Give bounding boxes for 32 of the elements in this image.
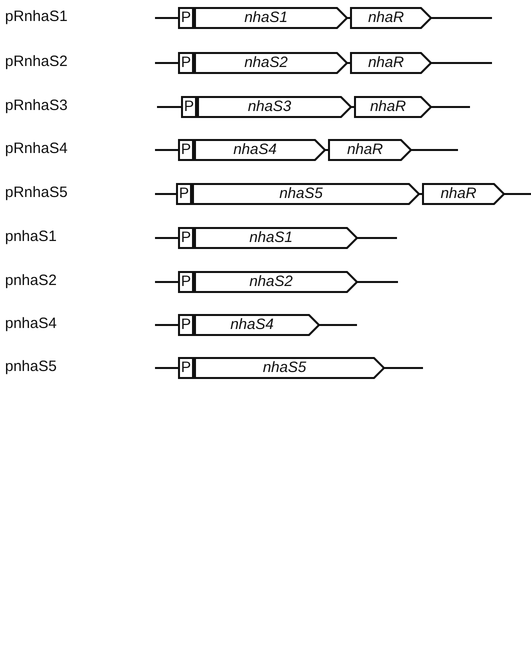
gene-block: nhaR xyxy=(350,52,432,74)
construct-name: pRnhaS4 xyxy=(5,140,68,158)
gene-block: nhaR xyxy=(422,183,505,205)
gene-block: nhaR xyxy=(328,139,412,161)
construct-name: pRnhaS1 xyxy=(5,8,68,26)
gene-block: nhaS4 xyxy=(194,314,320,336)
construct-name: pnhaS2 xyxy=(5,272,57,290)
promoter-box: P xyxy=(178,227,194,249)
construct-name: pRnhaS3 xyxy=(5,97,68,115)
gene-block: nhaR xyxy=(354,96,432,118)
construct-name: pnhaS5 xyxy=(5,358,57,376)
promoter-box: P xyxy=(178,271,194,293)
gene-block: nhaS5 xyxy=(192,183,420,205)
construct-name: pRnhaS5 xyxy=(5,184,68,202)
gene-block: nhaS3 xyxy=(197,96,352,118)
gene-block: nhaS2 xyxy=(194,271,358,293)
gene-block: nhaS1 xyxy=(194,7,348,29)
promoter-box: P xyxy=(176,183,192,205)
promoter-box: P xyxy=(178,357,194,379)
construct-name: pnhaS4 xyxy=(5,315,57,333)
promoter-box: P xyxy=(178,139,194,161)
construct-name: pnhaS1 xyxy=(5,228,57,246)
gene-block: nhaS2 xyxy=(194,52,348,74)
promoter-box: P xyxy=(178,52,194,74)
construct-name: pRnhaS2 xyxy=(5,53,68,71)
gene-block: nhaR xyxy=(350,7,432,29)
promoter-box: P xyxy=(178,314,194,336)
gene-block: nhaS4 xyxy=(194,139,326,161)
promoter-box: P xyxy=(178,7,194,29)
promoter-box: P xyxy=(181,96,197,118)
gene-block: nhaS5 xyxy=(194,357,385,379)
gene-block: nhaS1 xyxy=(194,227,358,249)
